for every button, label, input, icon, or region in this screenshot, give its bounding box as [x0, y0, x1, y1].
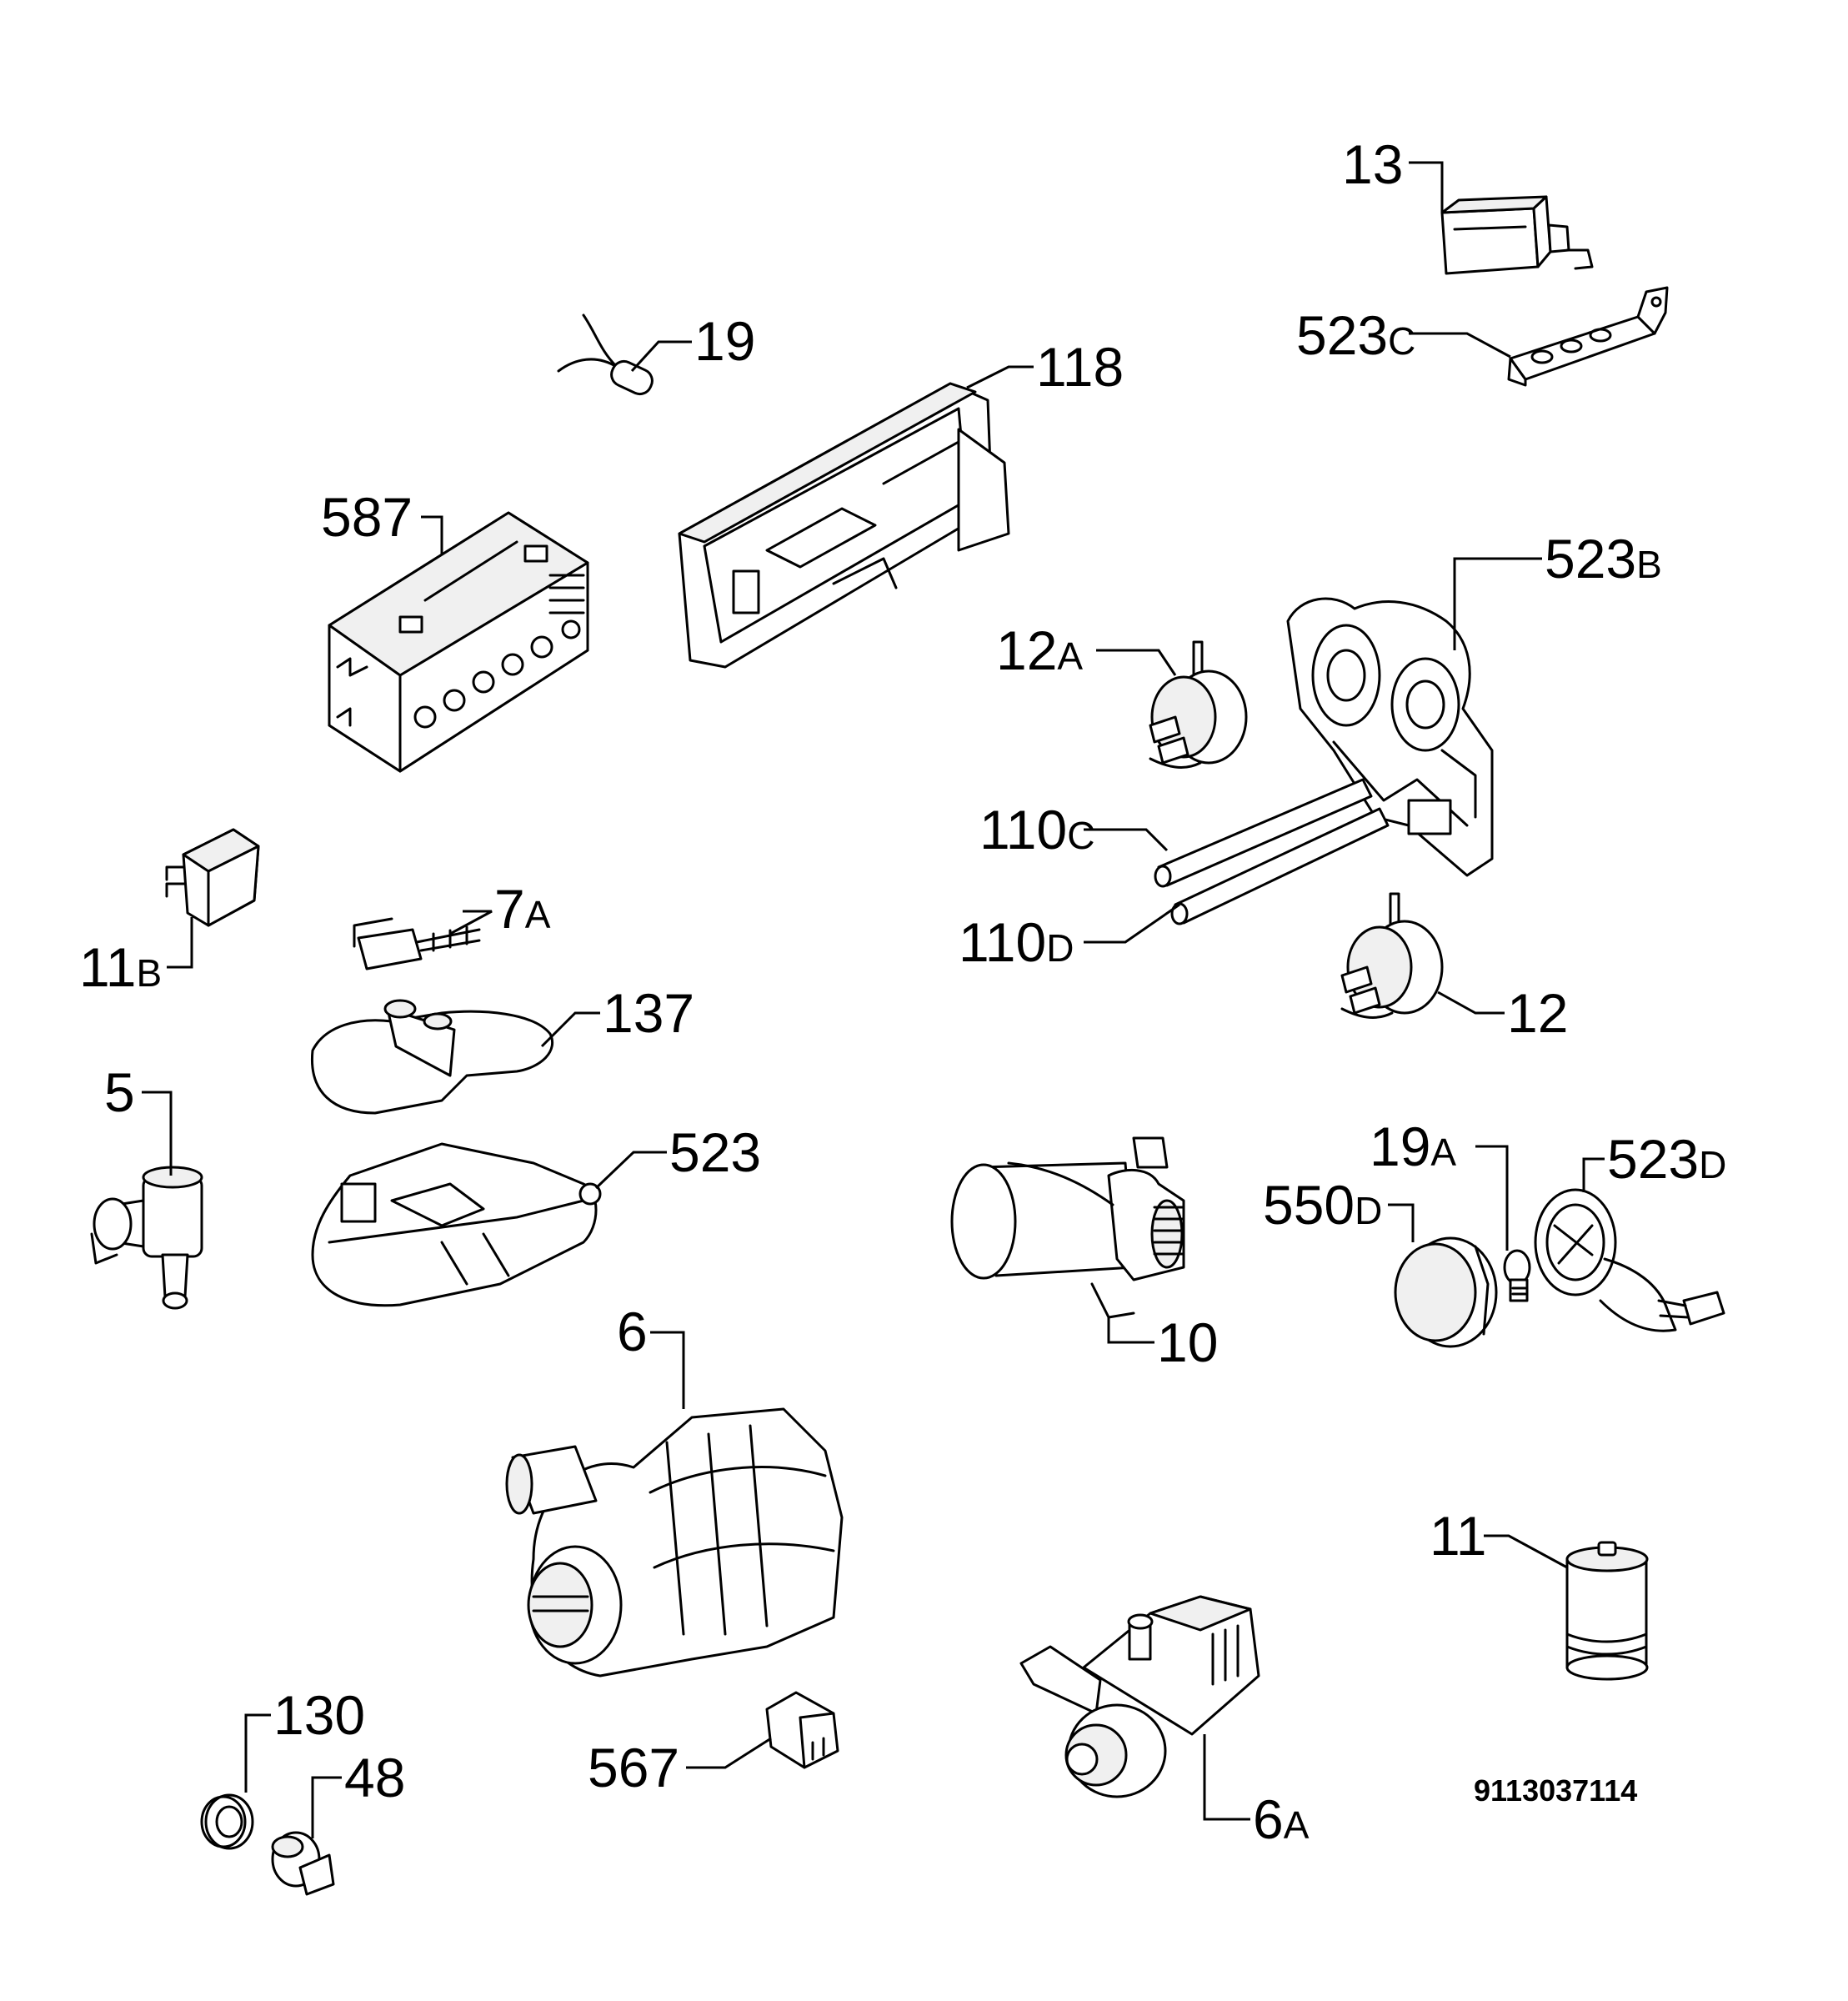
part-130-seal-ring	[200, 1793, 254, 1850]
part-550d-knob	[1394, 1236, 1498, 1348]
callout-110d: 110D	[959, 911, 1074, 973]
part-6a-drain-pump	[1019, 1595, 1260, 1798]
callout-6: 6	[617, 1301, 648, 1362]
part-19a-lamp	[1503, 1249, 1531, 1302]
callout-110c: 110C	[979, 799, 1094, 860]
callout-19a: 19A	[1370, 1116, 1456, 1177]
part-12-pressure-switch	[1340, 892, 1444, 1019]
callout-523d: 523D	[1607, 1128, 1726, 1190]
part-523-tray	[311, 1142, 602, 1307]
part-6-circulation-pump	[505, 1407, 844, 1678]
callout-11b: 11B	[79, 936, 162, 998]
part-587-module	[328, 511, 589, 773]
part-7a-micro-switch	[353, 917, 481, 970]
callout-7a: 7A	[494, 878, 551, 940]
part-19-sensor	[557, 313, 654, 396]
part-110c-hose	[1154, 778, 1373, 888]
callout-19: 19	[694, 310, 755, 372]
callout-12a: 12A	[996, 619, 1083, 681]
part-137-cover	[310, 999, 554, 1115]
part-110d-hose	[1170, 807, 1390, 925]
callout-48: 48	[344, 1747, 405, 1808]
part-523c-bracket	[1507, 286, 1669, 387]
callout-labels: 13 523C 19 118 587 523B 12A 110C 110D 12…	[79, 133, 1726, 1850]
part-11-capacitor	[1565, 1541, 1649, 1681]
part-11b-relay	[165, 828, 260, 927]
callout-523c: 523C	[1296, 304, 1415, 366]
callout-12: 12	[1507, 982, 1568, 1044]
part-12a-pressure-switch	[1149, 640, 1248, 769]
part-523d-lamp-holder	[1534, 1188, 1725, 1332]
part-567-connector	[765, 1691, 839, 1769]
callout-523b: 523B	[1545, 528, 1662, 589]
part-10-heater	[950, 1136, 1185, 1319]
callout-130: 130	[273, 1684, 365, 1746]
callout-11: 11	[1430, 1505, 1487, 1567]
leader-lines	[142, 161, 1605, 1838]
callout-523: 523	[669, 1121, 761, 1183]
callout-6a: 6A	[1253, 1788, 1310, 1850]
part-5-inlet-valve	[90, 1166, 203, 1310]
callout-13: 13	[1342, 133, 1403, 195]
callout-137: 137	[603, 982, 694, 1044]
part-13-switch	[1440, 195, 1594, 275]
callout-5: 5	[104, 1061, 135, 1123]
part-48-plug	[271, 1831, 335, 1896]
callout-587: 587	[321, 486, 413, 548]
part-523b-bracket	[1286, 597, 1494, 877]
callout-10: 10	[1157, 1311, 1218, 1373]
document-number: 9113037114	[1474, 1773, 1637, 1808]
callout-550d: 550D	[1263, 1174, 1382, 1236]
callout-118: 118	[1036, 336, 1124, 398]
part-118-control-panel	[678, 382, 1010, 669]
callout-567: 567	[588, 1737, 679, 1798]
